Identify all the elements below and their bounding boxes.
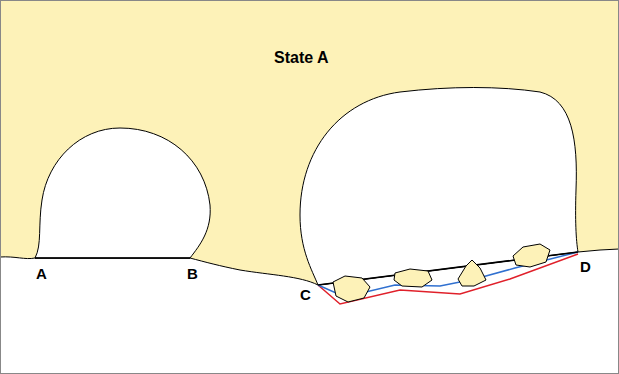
point-label: B [187, 266, 198, 281]
state-title: State A [274, 50, 329, 66]
point-label: A [36, 266, 47, 281]
small-cave [35, 128, 210, 258]
floor-line [35, 257, 190, 259]
large-cave [300, 88, 578, 286]
point-label: C [300, 287, 311, 302]
point-label: D [580, 259, 591, 274]
rock-mass [0, 0, 619, 285]
rock-blocks [333, 244, 550, 302]
